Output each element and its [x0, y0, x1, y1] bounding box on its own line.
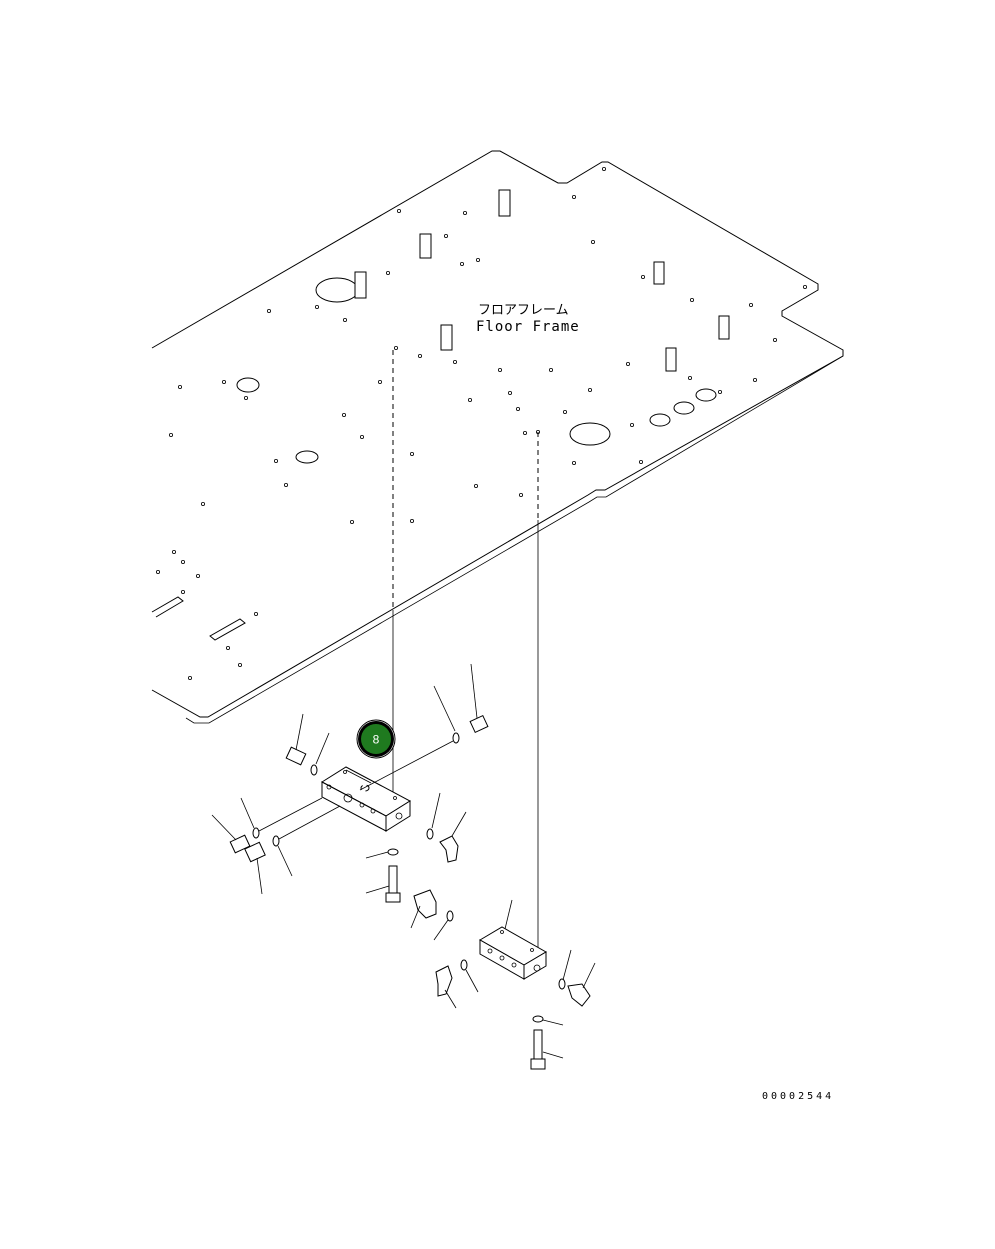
frame-label-japanese: フロアフレーム	[478, 303, 569, 318]
document-number: 00002544	[762, 1091, 834, 1102]
alignment-lines	[392, 350, 539, 950]
callout-label: 8	[373, 733, 380, 747]
callout-8[interactable]: 8	[356, 719, 396, 759]
lower-leader-lines	[410, 899, 596, 1059]
frame-label-english: Floor Frame	[476, 319, 580, 335]
upper-leader-lines	[211, 663, 478, 895]
upper-fittings	[229, 714, 489, 903]
floor-frame-plate	[151, 150, 844, 724]
frame-studs	[354, 189, 730, 372]
lower-fittings	[413, 889, 591, 1070]
lower-valve-block	[479, 926, 547, 980]
frame-small-holes	[155, 166, 808, 681]
upper-valve-block	[321, 766, 411, 832]
